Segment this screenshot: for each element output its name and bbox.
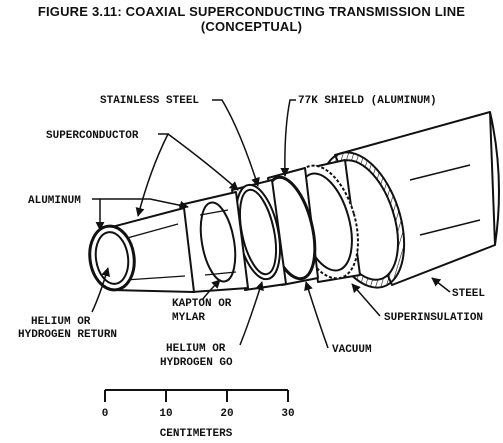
label-superinsulation: SUPERINSULATION: [384, 312, 483, 324]
label-helium-return-2: HYDROGEN RETURN: [18, 329, 117, 341]
label-vacuum: VACUUM: [332, 344, 372, 356]
scale-label-20: 20: [220, 408, 233, 420]
label-stainless-steel: STAINLESS STEEL: [100, 95, 199, 107]
figure-title: FIGURE 3.11: COAXIAL SUPERCONDUCTING TRA…: [37, 4, 466, 19]
leader-vacuum: [304, 281, 329, 349]
label-steel: STEEL: [452, 288, 485, 300]
superconductor-tube: [179, 191, 249, 293]
label-helium-return-1: HELIUM OR: [31, 316, 91, 328]
scale-label-0: 0: [102, 408, 109, 420]
inner-aluminum-tube: [88, 207, 195, 293]
leader-helium-go: [239, 281, 264, 346]
scale-label-10: 10: [159, 408, 172, 420]
scale-unit: CENTIMETERS: [160, 428, 233, 440]
label-superconductor: SUPERCONDUCTOR: [46, 130, 139, 142]
label-helium-go-2: HYDROGEN GO: [160, 357, 233, 369]
labels: STAINLESS STEEL 77K SHIELD (ALUMINUM) SU…: [18, 95, 485, 369]
leader-helium-return: [91, 267, 111, 313]
scale-label-30: 30: [281, 408, 294, 420]
label-helium-go-1: HELIUM OR: [166, 343, 226, 355]
label-aluminum: ALUMINUM: [28, 195, 81, 207]
leader-steel: [431, 277, 451, 293]
cable-drawing: [88, 111, 500, 293]
leader-aluminum-b: [100, 198, 189, 210]
label-kapton-2: MYLAR: [172, 312, 205, 324]
leader-lines: [91, 99, 451, 349]
leader-stainless-steel: [212, 99, 260, 187]
figure-subtitle: (CONCEPTUAL): [200, 19, 303, 34]
leader-superconductor-b: [167, 133, 239, 191]
leader-superconductor-a: [135, 133, 170, 217]
leader-kapton: [201, 279, 221, 301]
leader-aluminum-a: [92, 198, 105, 231]
leader-superinsulation: [351, 283, 381, 317]
label-kapton-1: KAPTON OR: [172, 298, 232, 310]
label-shield: 77K SHIELD (ALUMINUM): [298, 95, 437, 107]
leader-shield: [280, 99, 296, 177]
scale-bar: 0 10 20 30 CENTIMETERS: [102, 389, 295, 440]
